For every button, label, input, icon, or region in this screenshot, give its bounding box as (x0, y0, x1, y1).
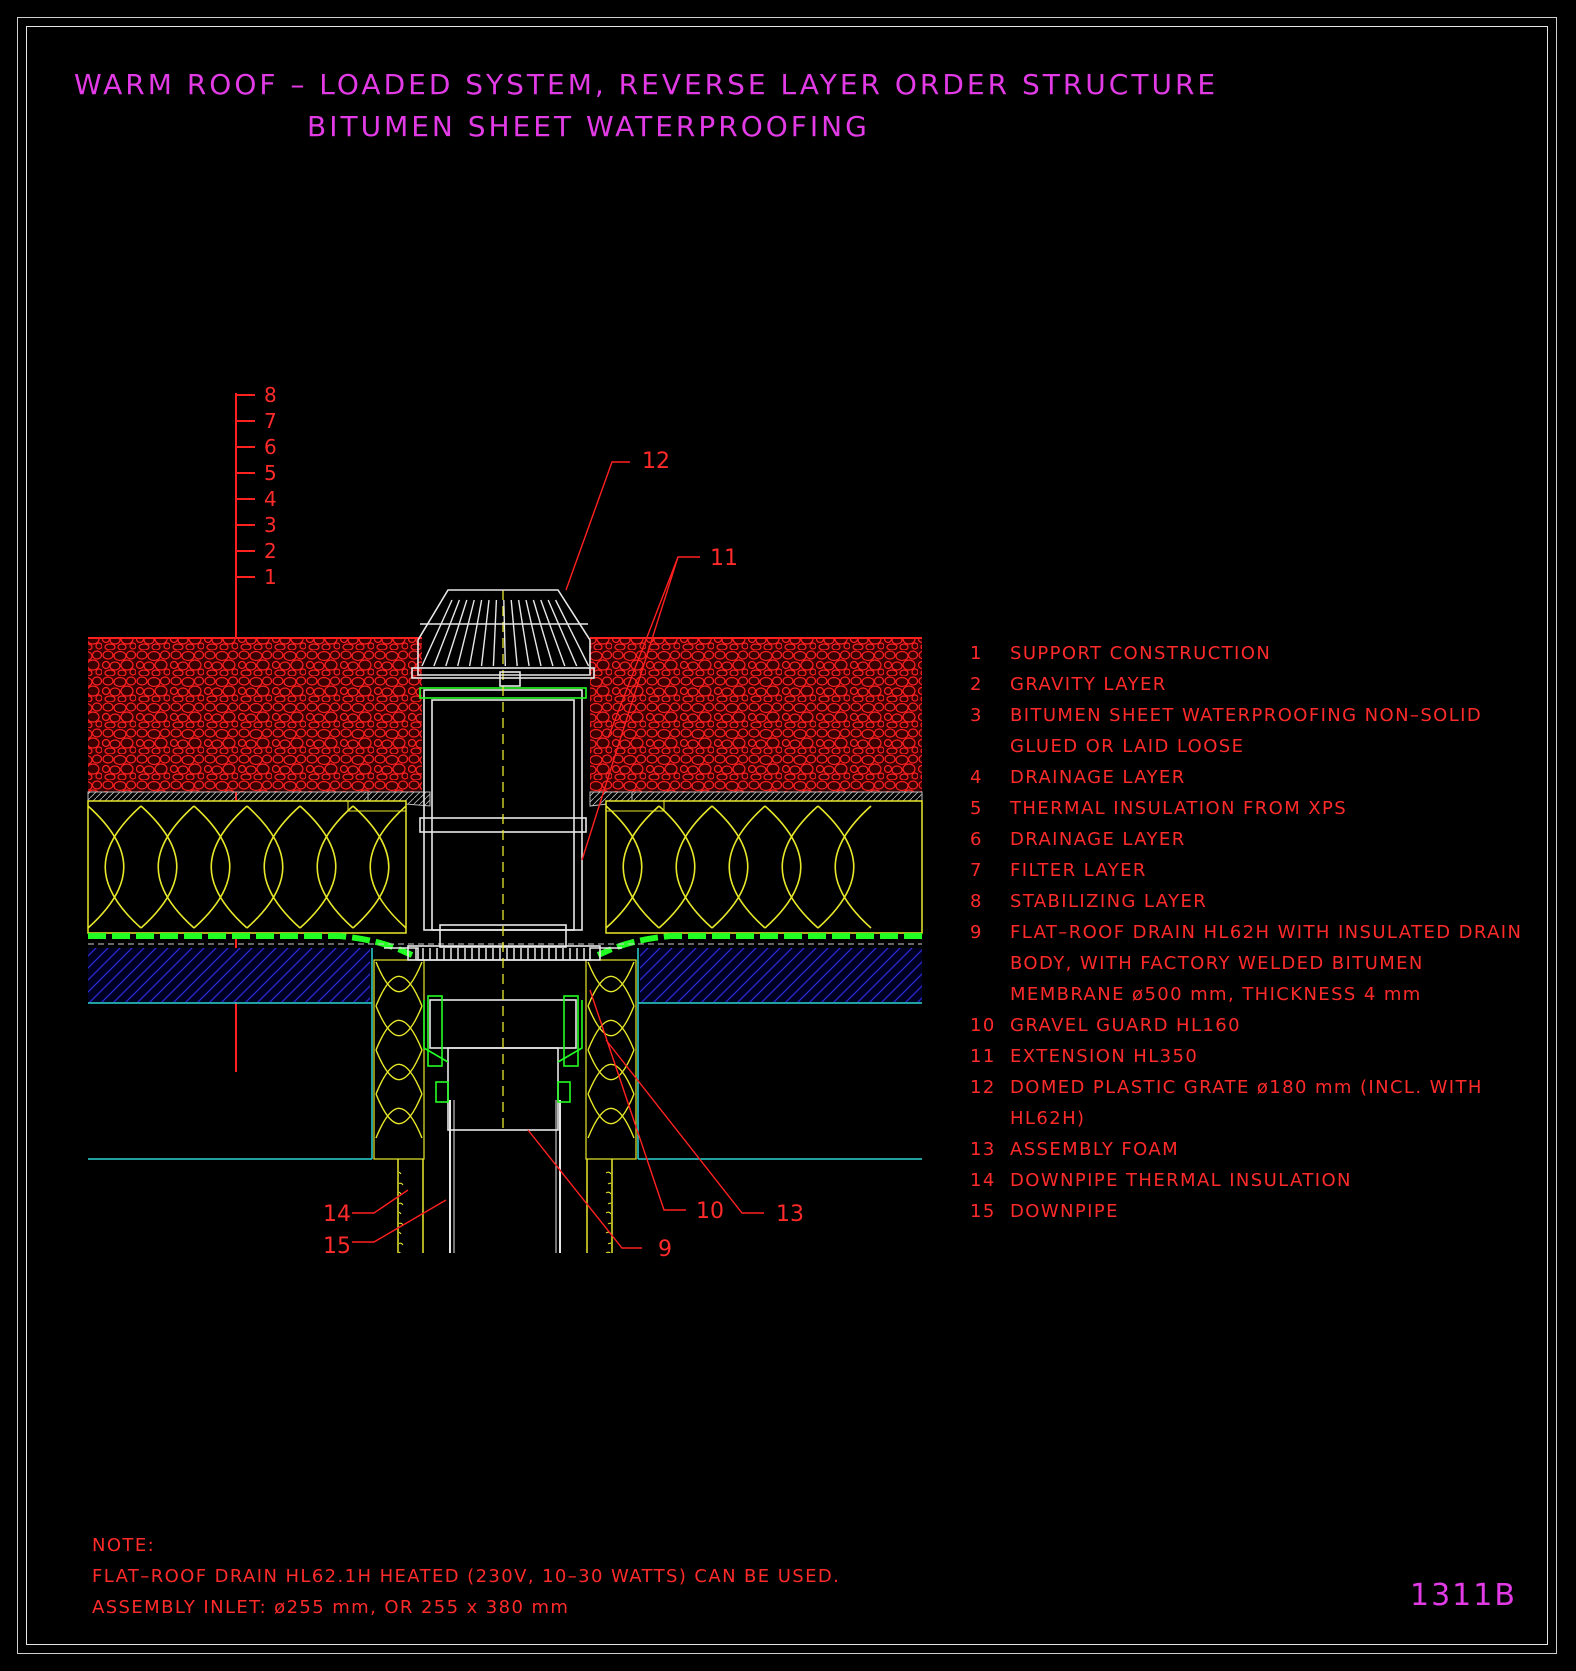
drawing-code: 1311B (1410, 1578, 1517, 1613)
callout-9: 9 (658, 1237, 672, 1262)
downpipe (397, 1100, 613, 1253)
support-construction (88, 948, 922, 1160)
legend-item: 14 DOWNPIPE THERMAL INSULATION (970, 1165, 1530, 1196)
legend-item: 5 THERMAL INSULATION FROM XPS (970, 793, 1530, 824)
legend-item-number: 12 (970, 1077, 996, 1098)
outer-frame (17, 17, 1557, 1654)
legend-item: 9 FLAT–ROOF DRAIN HL62H WITH INSULATED DR… (970, 917, 1530, 1010)
filter-layer (87, 791, 923, 807)
legend-item: 8 STABILIZING LAYER (970, 886, 1530, 917)
legend-item-number: 15 (970, 1201, 996, 1222)
legend-item-text: DOMED PLASTIC GRATE ø180 mm (INCL. WITH … (1010, 1077, 1483, 1129)
legend-item-text: EXTENSION HL350 (1010, 1046, 1199, 1067)
legend-item: 12 DOMED PLASTIC GRATE ø180 mm (INCL. WIT… (970, 1072, 1530, 1134)
component-legend: 1 SUPPORT CONSTRUCTION 2 GRAVITY LAYER 3 BITU… (970, 638, 1530, 1227)
legend-item: 11 EXTENSION HL350 (970, 1041, 1530, 1072)
legend-item-number: 5 (970, 798, 983, 819)
legend-item-number: 7 (970, 860, 983, 881)
legend-item: 6 DRAINAGE LAYER (970, 824, 1530, 855)
note-block: NOTE: FLAT–ROOF DRAIN HL62.1H HEATED (23… (92, 1530, 840, 1623)
drain-body (384, 590, 622, 1131)
domed-grate (411, 589, 595, 687)
legend-item-number: 14 (970, 1170, 996, 1191)
inner-frame (26, 26, 1548, 1645)
scale-label-7: 7 (264, 409, 277, 433)
callout-15: 15 (323, 1234, 351, 1259)
callout-13: 13 (776, 1202, 804, 1227)
legend-item: 7 FILTER LAYER (970, 855, 1530, 886)
scale-label-4: 4 (264, 487, 277, 511)
note-line-1: FLAT–ROOF DRAIN HL62.1H HEATED (230V, 10… (92, 1566, 841, 1587)
gravity-layer (88, 637, 922, 792)
legend-item: 1 SUPPORT CONSTRUCTION (970, 638, 1530, 669)
scale-label-3: 3 (264, 513, 277, 537)
thermal-insulation (87, 800, 923, 934)
callout-10: 10 (696, 1199, 724, 1224)
legend-item-text: BITUMEN SHEET WATERPROOFING NON–SOLID GL… (1010, 705, 1483, 757)
legend-item-number: 6 (970, 829, 983, 850)
drawing-title-line1: WARM ROOF – LOADED SYSTEM, REVERSE LAYER… (74, 68, 1219, 101)
scale-label-8: 8 (264, 383, 277, 407)
legend-item-number: 2 (970, 674, 983, 695)
leader-lines (352, 461, 764, 1249)
callout-12: 12 (642, 449, 670, 474)
legend-item-number: 4 (970, 767, 983, 788)
legend-item-text: ASSEMBLY FOAM (1010, 1139, 1180, 1160)
legend-item-text: STABILIZING LAYER (1010, 891, 1208, 912)
scale-label-5: 5 (264, 461, 277, 485)
legend-item-number: 11 (970, 1046, 996, 1067)
legend-item: 2 GRAVITY LAYER (970, 669, 1530, 700)
legend-item: 10 GRAVEL GUARD HL160 (970, 1010, 1530, 1041)
legend-item: 3 BITUMEN SHEET WATERPROOFING NON–SOLID G… (970, 700, 1530, 762)
legend-item: 13 ASSEMBLY FOAM (970, 1134, 1530, 1165)
legend-item-number: 3 (970, 705, 983, 726)
legend-item-text: GRAVEL GUARD HL160 (1010, 1015, 1241, 1036)
callout-14: 14 (323, 1202, 351, 1227)
legend-item-number: 13 (970, 1139, 996, 1160)
legend-item: 4 DRAINAGE LAYER (970, 762, 1530, 793)
legend-item-text: FLAT–ROOF DRAIN HL62H WITH INSULATED DRA… (1010, 922, 1523, 1005)
scale-label-1: 1 (264, 565, 277, 589)
legend-item-text: DOWNPIPE THERMAL INSULATION (1010, 1170, 1352, 1191)
legend-item: 15 DOWNPIPE (970, 1196, 1530, 1227)
legend-item-text: DOWNPIPE (1010, 1201, 1119, 1222)
legend-item-text: DRAINAGE LAYER (1010, 829, 1186, 850)
legend-item-number: 10 (970, 1015, 996, 1036)
legend-item-text: SUPPORT CONSTRUCTION (1010, 643, 1272, 664)
scale-label-2: 2 (264, 539, 277, 563)
waterproofing-membrane (88, 933, 922, 958)
legend-item-text: FILTER LAYER (1010, 860, 1147, 881)
callout-11: 11 (710, 546, 738, 571)
legend-item-number: 9 (970, 922, 983, 943)
legend-item-text: THERMAL INSULATION FROM XPS (1010, 798, 1348, 819)
assembly-foam (373, 959, 637, 1160)
legend-item-text: DRAINAGE LAYER (1010, 767, 1186, 788)
legend-item-number: 8 (970, 891, 983, 912)
scale-label-6: 6 (264, 435, 277, 459)
legend-item-number: 1 (970, 643, 983, 664)
legend-item-text: GRAVITY LAYER (1010, 674, 1167, 695)
drawing-title-line2: BITUMEN SHEET WATERPROOFING (307, 110, 870, 143)
note-line-2: ASSEMBLY INLET: ø255 mm, OR 255 x 380 mm (92, 1597, 570, 1618)
note-heading: NOTE: (92, 1535, 156, 1556)
